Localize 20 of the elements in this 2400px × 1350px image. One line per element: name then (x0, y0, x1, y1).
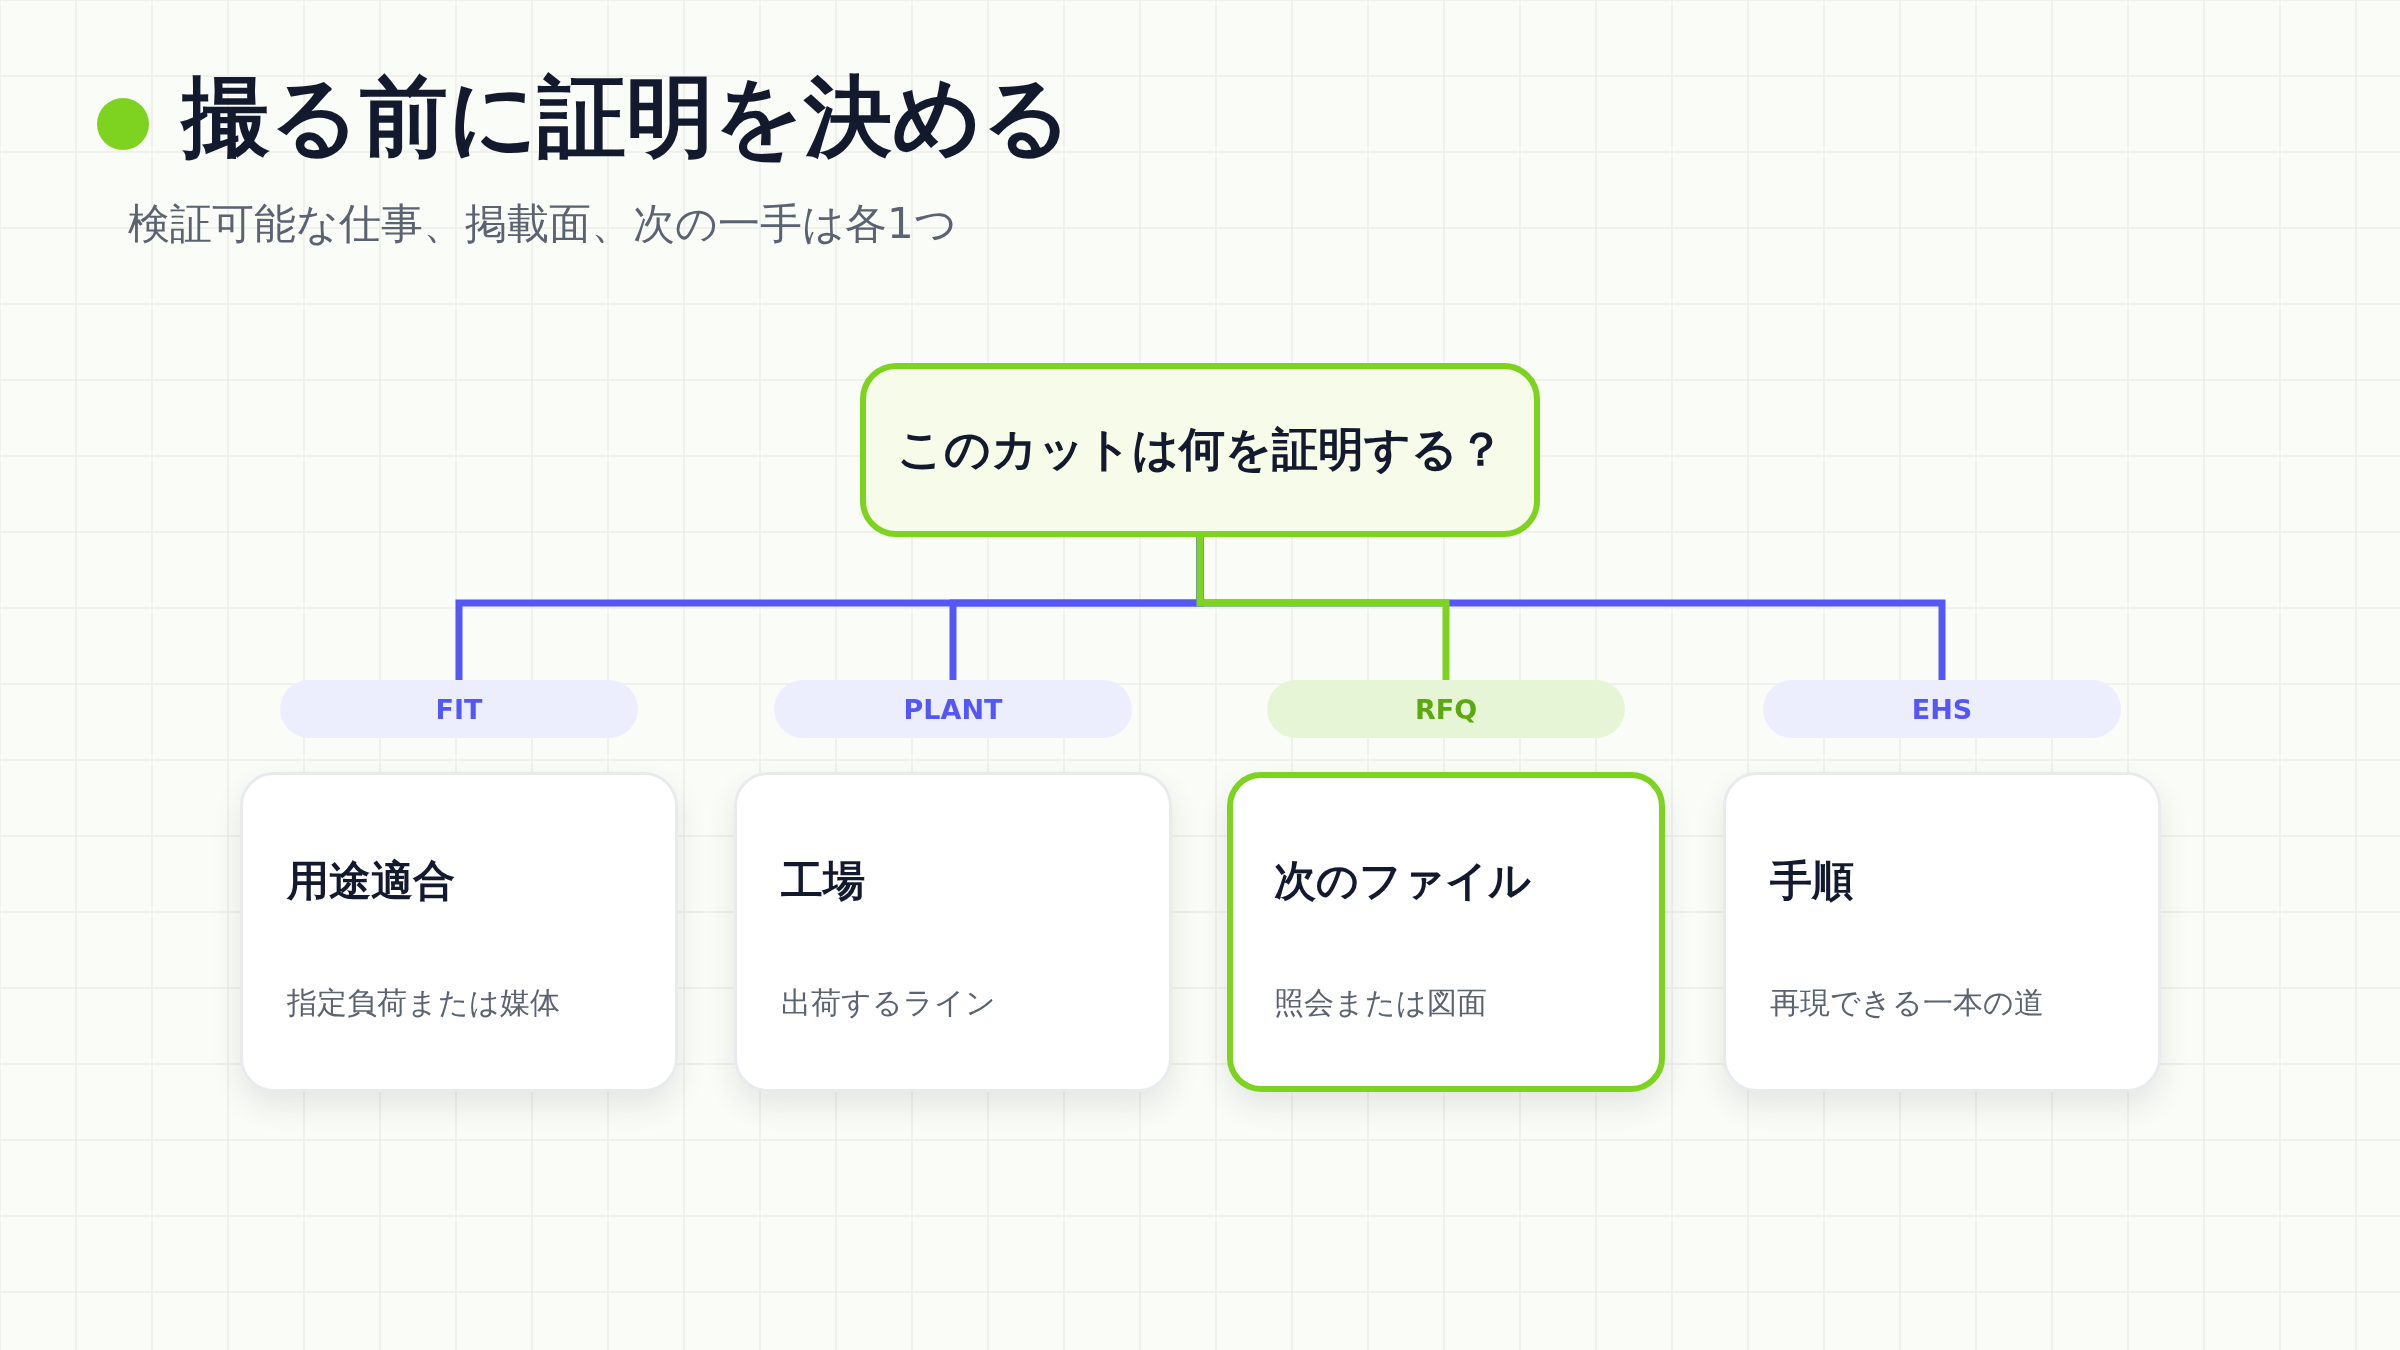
answer-card (734, 772, 1172, 1092)
card-text: 再現できる一本の道 (1770, 984, 2044, 1022)
category-pill: RFQ (1267, 680, 1625, 738)
connector-line (1196, 537, 1450, 680)
card-heading: 用途適合 (287, 855, 455, 907)
answer-card (1227, 772, 1665, 1092)
subtitle: 検証可能な仕事、掲載面、次の一手は各1つ (128, 198, 957, 250)
card-text: 照会または図面 (1274, 984, 1487, 1022)
card-text: 出荷するライン (781, 984, 996, 1022)
card-heading: 工場 (781, 855, 865, 907)
card-heading: 手順 (1770, 855, 1854, 907)
category-pill: PLANT (774, 680, 1132, 738)
answer-card (1723, 772, 2161, 1092)
card-heading: 次のファイル (1274, 855, 1531, 907)
answer-card (240, 772, 678, 1092)
card-text: 指定負荷または媒体 (287, 984, 560, 1022)
question-box: このカットは何を証明する？ (860, 363, 1540, 537)
category-pill: FIT (280, 680, 638, 738)
category-pill: EHS (1763, 680, 2121, 738)
title: 撮る前に証明を決める (182, 64, 1072, 170)
